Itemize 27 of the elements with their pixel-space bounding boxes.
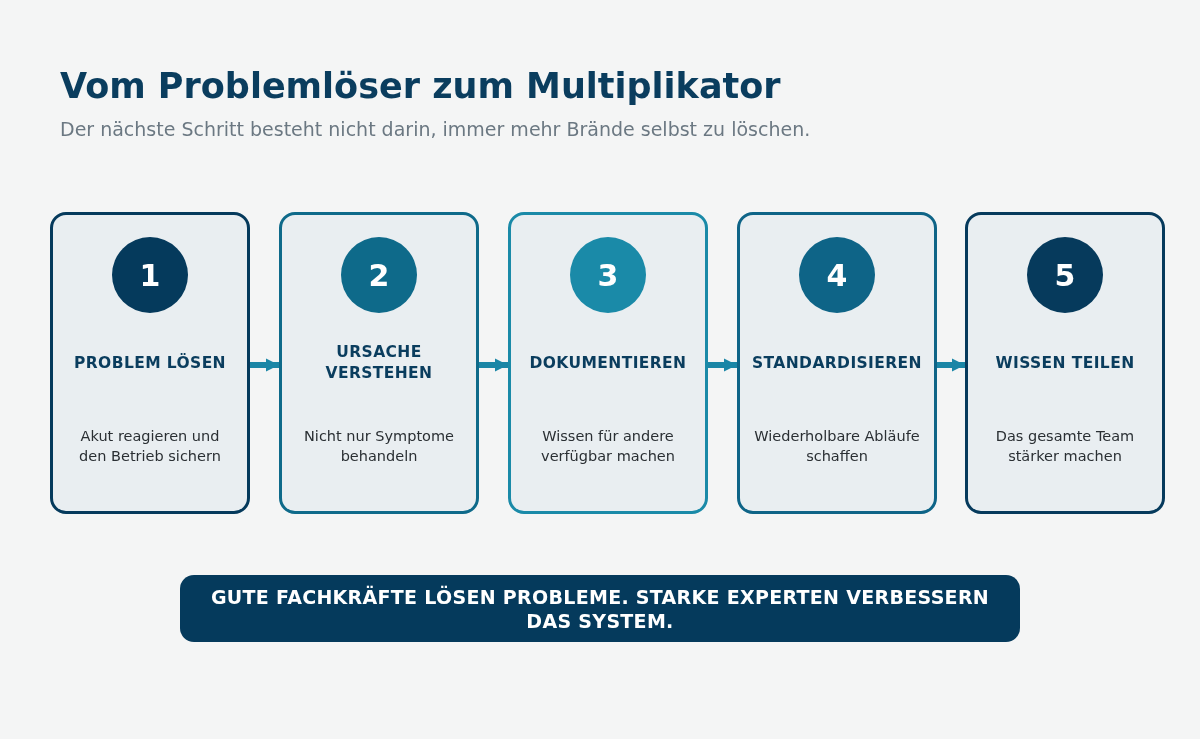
step-heading: DOKUMENTIEREN [529, 352, 687, 374]
step-card [50, 212, 250, 514]
summary-banner: GUTE FACHKRÄFTE LÖSEN PROBLEME. STARKE EXPERTEN VERBESSERN DAS SYSTEM. [180, 575, 1020, 642]
step-heading: WISSEN TEILEN [995, 352, 1135, 374]
step-heading: URSACHE VERSTEHEN [324, 342, 434, 384]
step-description: Wissen für andere verfügbar machen [540, 426, 676, 466]
step-description: Das gesamte Team stärker machen [994, 426, 1136, 466]
arrow [250, 358, 279, 372]
arrow [479, 358, 508, 372]
step-number: 3 [570, 237, 646, 313]
step-card [508, 212, 708, 514]
step-description: Nicht nur Symptome behandeln [303, 426, 455, 466]
step-number: 2 [341, 237, 417, 313]
arrow [937, 358, 965, 372]
step-heading: STANDARDISIEREN [752, 352, 922, 374]
arrow [708, 358, 737, 372]
step-card [737, 212, 937, 514]
subtitle: Der nächste Schritt besteht nicht darin, immer mehr Brände selbst zu löschen. [60, 118, 811, 140]
step-number: 4 [799, 237, 875, 313]
step-description: Wiederholbare Abläufe schaffen [754, 426, 920, 466]
step-description: Akut reagieren und den Betrieb sichern [78, 426, 222, 466]
title: Vom Problemlöser zum Multiplikator [60, 66, 781, 106]
step-number: 5 [1027, 237, 1103, 313]
step-number: 1 [112, 237, 188, 313]
step-card [965, 212, 1165, 514]
step-card [279, 212, 479, 514]
step-heading: PROBLEM LÖSEN [74, 352, 226, 374]
